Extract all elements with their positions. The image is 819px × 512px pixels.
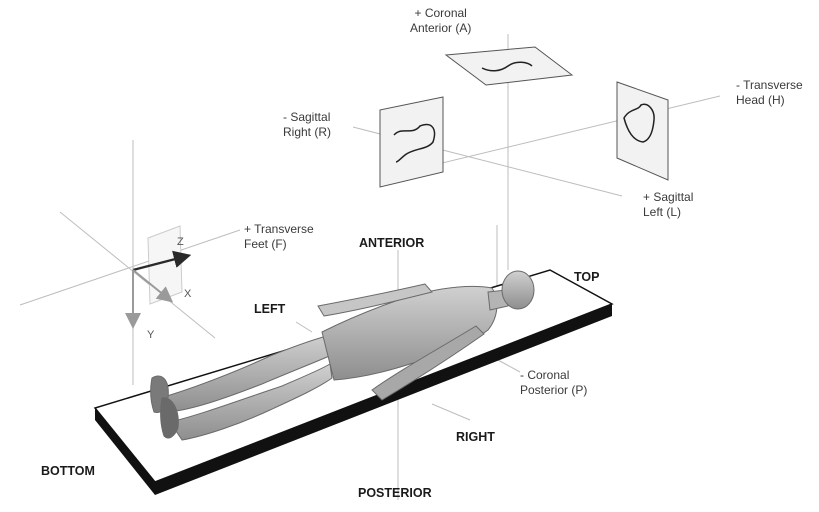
axis-label-z: Z xyxy=(177,235,184,250)
direction-bottom: BOTTOM xyxy=(41,464,95,479)
label-transverse-feet-line1: + Transverse xyxy=(244,222,314,237)
frame-diagonal-line xyxy=(60,212,215,338)
sagittal-plane xyxy=(380,97,443,187)
left-leader-line xyxy=(296,322,312,332)
label-sagittal-left: + Sagittal Left (L) xyxy=(643,190,693,220)
label-sagittal-right-line1: - Sagittal xyxy=(283,110,331,125)
coronal-posterior-leader xyxy=(498,360,520,372)
label-coronal-posterior-line2: Posterior (P) xyxy=(520,383,587,398)
direction-top: TOP xyxy=(574,270,599,285)
label-coronal-anterior: + Coronal Anterior (A) xyxy=(410,6,471,36)
label-transverse-feet-line2: Feet (F) xyxy=(244,237,314,252)
coronal-plane xyxy=(446,47,572,85)
label-transverse-feet: + Transverse Feet (F) xyxy=(244,222,314,252)
label-sagittal-right-line2: Right (R) xyxy=(283,125,331,140)
label-sagittal-left-line2: Left (L) xyxy=(643,205,693,220)
label-coronal-posterior: - Coronal Posterior (P) xyxy=(520,368,587,398)
direction-left: LEFT xyxy=(254,302,285,317)
frame-horizontal-line xyxy=(20,230,240,305)
direction-anterior: ANTERIOR xyxy=(359,236,424,251)
axis-label-y: Y xyxy=(147,328,154,343)
body-head xyxy=(502,271,534,309)
label-coronal-anterior-line1: + Coronal xyxy=(410,6,471,21)
axis-label-x: X xyxy=(184,287,191,302)
label-coronal-posterior-line1: - Coronal xyxy=(520,368,587,383)
label-transverse-head-line1: - Transverse xyxy=(736,78,803,93)
label-transverse-head-line2: Head (H) xyxy=(736,93,803,108)
label-coronal-anterior-line2: Anterior (A) xyxy=(410,21,471,36)
transverse-plane xyxy=(617,82,668,180)
label-sagittal-left-line1: + Sagittal xyxy=(643,190,693,205)
label-sagittal-right: - Sagittal Right (R) xyxy=(283,110,331,140)
label-transverse-head: - Transverse Head (H) xyxy=(736,78,803,108)
direction-right: RIGHT xyxy=(456,430,495,445)
right-leader-line xyxy=(432,404,470,420)
direction-posterior: POSTERIOR xyxy=(358,486,432,501)
